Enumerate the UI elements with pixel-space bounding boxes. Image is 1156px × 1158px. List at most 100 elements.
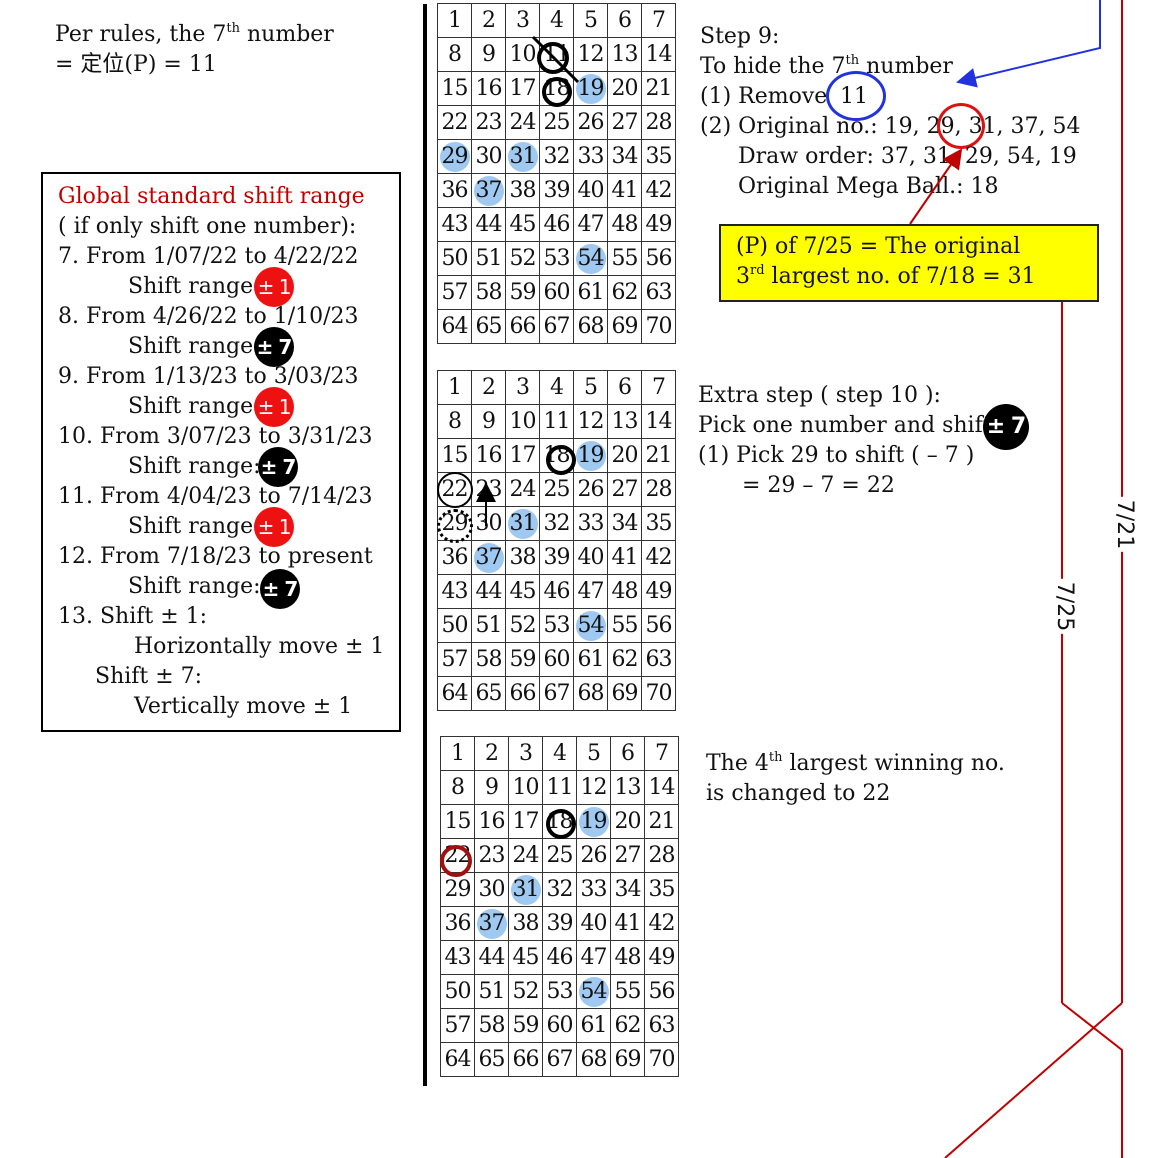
grid-number: 28: [648, 843, 676, 868]
grid-cell-19: 19: [573, 438, 608, 473]
grid-number: 32: [543, 144, 571, 169]
grid-number: 7: [655, 741, 669, 766]
step9-remove-line: (1) Remove: [700, 84, 828, 109]
grid-number: 14: [645, 409, 673, 434]
grid-cell-62: 62: [610, 1008, 645, 1043]
grid-cell-28: 28: [641, 105, 676, 140]
grid-cell-31: 31: [508, 872, 543, 907]
grid-cell-10: 10: [505, 404, 540, 439]
grid-cell-41: 41: [607, 540, 642, 575]
grid-number: 59: [509, 280, 537, 305]
shift1-label: 13. Shift ± 1:: [58, 604, 208, 629]
grid-number: 30: [478, 877, 506, 902]
rule-period-8: 8. From 4/26/22 to 1/10/23: [58, 304, 359, 329]
grid-number: 60: [546, 1013, 574, 1038]
grid-number: 62: [614, 1013, 642, 1038]
grid-number: 68: [577, 314, 605, 339]
grid-number: 40: [580, 911, 608, 936]
grid-cell-30: 30: [474, 872, 509, 907]
grid-cell-70: 70: [644, 1042, 679, 1077]
grid-number: 61: [580, 1013, 608, 1038]
grid-cell-21: 21: [641, 438, 676, 473]
grid-cell-8: 8: [437, 37, 472, 72]
grid-cell-38: 38: [505, 173, 540, 208]
grid-cell-13: 13: [607, 404, 642, 439]
grid-number: 47: [577, 212, 605, 237]
grid-cell-68: 68: [573, 309, 608, 344]
step9-title: Step 9:: [700, 24, 780, 49]
grid-number: 24: [509, 477, 537, 502]
grid-number: 55: [611, 246, 639, 271]
grid-number: 37: [473, 175, 504, 206]
grid-cell-61: 61: [576, 1008, 611, 1043]
grid-cell-38: 38: [508, 906, 543, 941]
grid-number: 70: [645, 681, 673, 706]
rules-subtitle: ( if only shift one number):: [58, 214, 357, 239]
grid-cell-39: 39: [539, 540, 574, 575]
grid-cell-59: 59: [508, 1008, 543, 1043]
shift-badge-12: ± 7: [260, 569, 300, 609]
grid-cell-65: 65: [474, 1042, 509, 1077]
grid-cell-65: 65: [471, 676, 506, 711]
grid-cell-57: 57: [437, 642, 472, 677]
grid-number: 58: [475, 647, 503, 672]
grid-number: 54: [575, 610, 606, 641]
grid-number: 47: [580, 945, 608, 970]
grid-number: 27: [611, 110, 639, 135]
rule-period-10: 10. From 3/07/23 to 3/31/23: [58, 424, 373, 449]
grid-cell-15: 15: [437, 438, 472, 473]
grid-number: 59: [509, 647, 537, 672]
grid-number: 33: [577, 144, 605, 169]
grid-number: 6: [618, 8, 632, 33]
grid-cell-20: 20: [607, 71, 642, 106]
shift1-desc: Horizontally move ± 1: [134, 634, 385, 659]
grid-cell-3: 3: [505, 3, 540, 38]
grid-number: 65: [475, 314, 503, 339]
p-line2-post: largest no. of 7/18 = 31: [764, 264, 1036, 289]
grid-cell-37: 37: [474, 906, 509, 941]
grid-cell-36: 36: [437, 173, 472, 208]
grid-cell-37: 37: [471, 173, 506, 208]
grid-cell-11: 11: [542, 770, 577, 805]
p-definition-box: (P) of 7/25 = The original 3rd largest n…: [719, 224, 1099, 302]
grid-number: 32: [546, 877, 574, 902]
grid-number: 21: [645, 76, 673, 101]
grid-cell-25: 25: [542, 838, 577, 873]
grid-cell-64: 64: [437, 676, 472, 711]
grid-cell-31: 31: [505, 506, 540, 541]
grid-number: 2: [485, 741, 499, 766]
grid-number: 49: [648, 945, 676, 970]
grid-number: 17: [509, 76, 537, 101]
grid-number: 21: [645, 443, 673, 468]
rule-range-label-8: Shift range:: [128, 334, 261, 359]
grid-number: 10: [509, 42, 537, 67]
grid-number: 36: [444, 911, 472, 936]
grid-number: 60: [543, 280, 571, 305]
p-definition-line2: 3rd largest no. of 7/18 = 31: [736, 262, 1097, 292]
shift-badge-10: ± 7: [258, 447, 298, 487]
date-label-721: 7/21: [1112, 496, 1138, 553]
grid-cell-58: 58: [471, 642, 506, 677]
step9-line2-sup: th: [845, 53, 860, 68]
grid-cell-47: 47: [573, 207, 608, 242]
grid-number: 33: [580, 877, 608, 902]
grid-cell-56: 56: [641, 608, 676, 643]
grid-number: 69: [614, 1047, 642, 1072]
grid-number: 29: [441, 511, 469, 536]
grid-cell-55: 55: [610, 974, 645, 1009]
grid-number: 52: [509, 613, 537, 638]
grid-cell-11: 11: [539, 404, 574, 439]
note-line1-text: Per rules, the 7: [55, 22, 227, 47]
grid-cell-68: 68: [576, 1042, 611, 1077]
grid-cell-53: 53: [539, 241, 574, 276]
grid-number: 62: [611, 280, 639, 305]
grid-cell-69: 69: [610, 1042, 645, 1077]
grid-number: 41: [614, 911, 642, 936]
grid-cell-41: 41: [607, 173, 642, 208]
grid-number: 20: [611, 76, 639, 101]
step10-line4: = 29 – 7 = 22: [742, 473, 895, 498]
grid-cell-67: 67: [539, 676, 574, 711]
grid-number: 31: [507, 508, 538, 539]
grid-cell-43: 43: [437, 574, 472, 609]
